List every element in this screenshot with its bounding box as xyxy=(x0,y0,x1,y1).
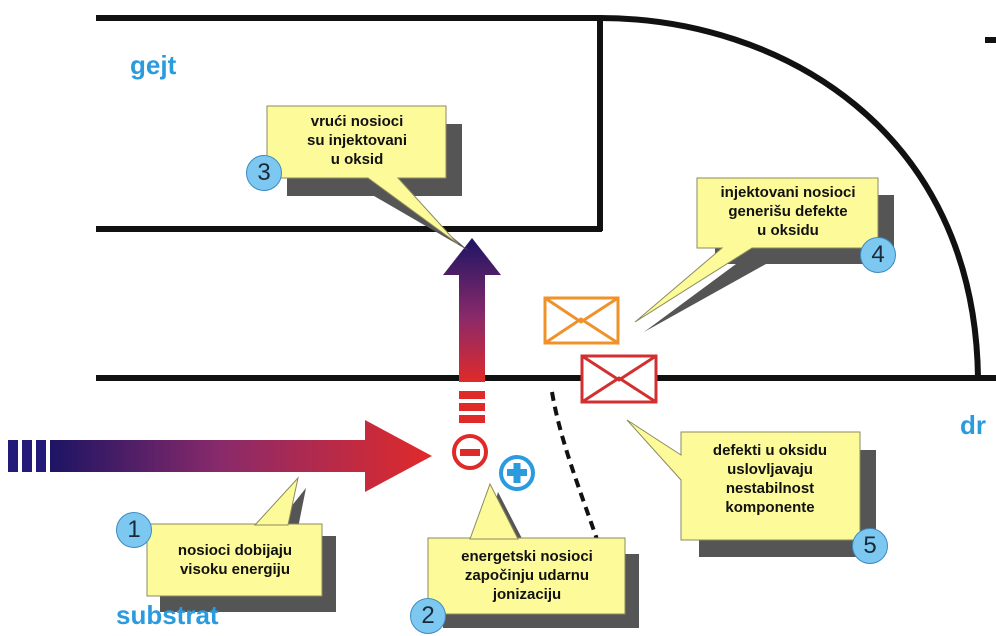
defect-orange xyxy=(543,296,620,345)
callout-2 xyxy=(427,482,639,628)
callout-3-badge: 3 xyxy=(246,155,282,191)
callout-1 xyxy=(146,476,336,612)
callout-5-line-3: nestabilnost xyxy=(725,480,815,497)
callout-5-line-1: defekti u oksidu xyxy=(712,442,828,459)
callout-4 xyxy=(634,177,894,332)
hole-symbol xyxy=(499,455,535,491)
callout-3-line-2: su injektovani xyxy=(306,132,408,149)
callout-1-text: nosioci dobijaju visoku energiju xyxy=(150,541,320,579)
callout-4-line-3: u oksidu xyxy=(757,222,819,239)
defect-red xyxy=(580,354,658,404)
drain-label: dr xyxy=(960,410,986,440)
callout-4-line-1: injektovani nosioci xyxy=(720,184,856,201)
callout-5 xyxy=(626,419,876,557)
callout-5-text: defekti u oksidu uslovljavaju nestabilno… xyxy=(684,441,856,517)
callout-2-line-2: započinju udarnu xyxy=(464,567,590,584)
callout-2-line-3: jonizaciju xyxy=(492,586,562,603)
gate-label: gejt xyxy=(130,50,177,80)
callout-5-line-2: uslovljavaju xyxy=(727,461,813,478)
callout-5-badge: 5 xyxy=(852,528,888,564)
drain-boundary-curve xyxy=(599,15,981,379)
depletion-boundary xyxy=(550,391,602,549)
substrate-label: substrat xyxy=(116,600,219,630)
callout-1-badge: 1 xyxy=(116,512,152,548)
callout-1-line-2: visoku energiju xyxy=(179,561,291,578)
callout-2-text: energetski nosioci započinju udarnu joni… xyxy=(432,547,622,604)
callout-4-badge: 4 xyxy=(860,237,896,273)
callout-2-badge: 2 xyxy=(410,598,446,634)
callout-2-line-1: energetski nosioci xyxy=(461,548,593,565)
callout-5-line-4: komponente xyxy=(725,499,815,516)
callout-4-text: injektovani nosioci generišu defekte u o… xyxy=(700,183,876,240)
callout-3-line-1: vrući nosioci xyxy=(310,113,404,130)
callout-1-line-1: nosioci dobijaju xyxy=(177,542,293,559)
callout-3-text: vrući nosioci su injektovani u oksid xyxy=(272,112,442,169)
callout-4-line-2: generišu defekte xyxy=(728,203,848,220)
carrier-acceleration-arrow xyxy=(8,420,432,492)
injection-arrow xyxy=(443,238,501,423)
gate-structure xyxy=(96,15,996,381)
callout-3 xyxy=(266,105,469,251)
callout-3-line-3: u oksid xyxy=(330,151,384,168)
electron-symbol xyxy=(452,434,488,470)
